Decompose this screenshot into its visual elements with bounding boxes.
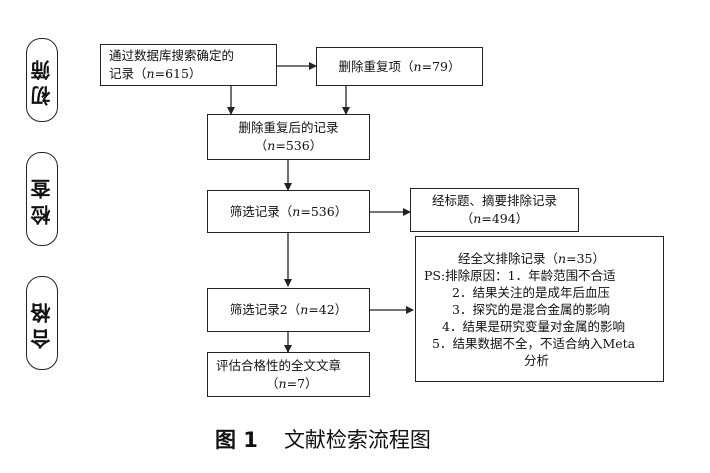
eligible-line1: 评估合格性的全文文章 <box>216 357 342 373</box>
figure-label: 图 1 <box>215 428 258 452</box>
box-after-dedup: 删除重复后的记录 （n=536） <box>207 114 370 160</box>
exclusion-reason-2: 2．结果关注的是成年后血压 <box>452 284 610 300</box>
box-duplicates-removed: 删除重复项（n=79） <box>316 47 483 86</box>
db-records-line1: 通过数据库搜索确定的 <box>109 48 235 63</box>
screen2-line1: 筛选记录2（n=42） <box>229 302 348 317</box>
phase-text-eligibility: 合格 <box>30 297 54 349</box>
box-fulltext-excluded: 经全文排除记录（n=35） PS:排除原因：1．年龄范围不合适 2．结果关注的是… <box>415 236 664 382</box>
exclusion-reason-5: 5．结果数据不全，不适合纳入Meta <box>432 335 636 351</box>
excluded-title-line2: （n=494） <box>460 211 529 226</box>
phase-label-eligibility: 合格 <box>26 276 58 370</box>
exclusion-reason-1: PS:排除原因：1．年龄范围不合适 <box>424 267 616 283</box>
fulltext-excluded-title: 经全文排除记录（n=35） <box>458 250 605 266</box>
excluded-title-line1: 经标题、摘要排除记录 <box>431 193 557 208</box>
phase-text-checking: 检查 <box>30 173 54 225</box>
figure-caption: 图 1 文献检索流程图 <box>215 424 431 454</box>
phase-text-screening: 初筛 <box>30 54 54 106</box>
after-dedup-line1: 删除重复后的记录 <box>238 120 339 135</box>
figure-title: 文献检索流程图 <box>283 428 431 452</box>
box-database-records: 通过数据库搜索确定的 记录（n=615） <box>100 44 277 86</box>
exclusion-reason-4: 4．结果是研究变量对金属的影响 <box>442 318 625 334</box>
eligible-line2: （n=7） <box>266 375 318 391</box>
exclusion-reason-5-continued: 分析 <box>524 352 550 368</box>
after-dedup-line2: （n=536） <box>254 138 323 153</box>
db-records-line2: 记录（n=615） <box>109 66 202 81</box>
box-title-abstract-excluded: 经标题、摘要排除记录 （n=494） <box>410 188 579 232</box>
box-screen-records-2: 筛选记录2（n=42） <box>207 288 370 332</box>
exclusion-reason-3: 3．探究的是混合金属的影响 <box>452 301 610 317</box>
duplicates-line1: 删除重复项（n=79） <box>338 58 461 74</box>
phase-label-screening: 初筛 <box>26 38 58 122</box>
screen1-line1: 筛选记录（n=536） <box>229 203 348 219</box>
phase-label-checking: 检查 <box>26 152 58 246</box>
box-eligible-fulltext: 评估合格性的全文文章 （n=7） <box>207 352 370 397</box>
box-screen-records-1: 筛选记录（n=536） <box>207 190 370 233</box>
